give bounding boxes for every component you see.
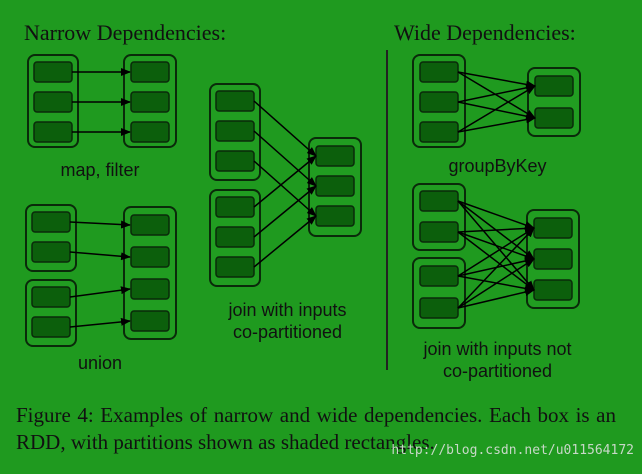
partition bbox=[130, 278, 170, 300]
rdd-map-parent bbox=[27, 54, 79, 148]
partition bbox=[130, 61, 170, 83]
rdd-join-copart-child bbox=[308, 137, 362, 237]
rdd-union-child bbox=[123, 206, 177, 340]
partition bbox=[533, 248, 573, 270]
partition bbox=[215, 90, 255, 112]
join-copart-label: join with inputs co-partitioned bbox=[200, 299, 375, 343]
partition bbox=[315, 175, 355, 197]
partition bbox=[419, 61, 459, 83]
groupbykey-arrows bbox=[457, 71, 536, 133]
join-notcopart-arrows bbox=[457, 200, 535, 309]
partition bbox=[31, 211, 71, 233]
map-arrows bbox=[72, 68, 131, 136]
rdd-join-notcopart-parent-b bbox=[412, 257, 466, 329]
union-arrows bbox=[69, 220, 131, 328]
partition bbox=[419, 221, 459, 243]
join-copart-arrows bbox=[253, 100, 317, 268]
partition bbox=[533, 279, 573, 301]
rdd-join-notcopart-child bbox=[526, 209, 580, 309]
partition bbox=[533, 217, 573, 239]
rdd-groupbykey-child bbox=[527, 67, 581, 137]
partition bbox=[33, 61, 73, 83]
join-notcopart-label-line2: co-partitioned bbox=[442, 361, 553, 381]
partition bbox=[419, 297, 459, 319]
partition bbox=[215, 150, 255, 172]
watermark-text: http://blog.csdn.net/u011564172 bbox=[391, 443, 634, 458]
union-label: union bbox=[77, 353, 123, 373]
partition bbox=[534, 75, 574, 97]
partition bbox=[130, 91, 170, 113]
rdd-union-parent-a bbox=[25, 204, 77, 272]
join-copart-label-line2: co-partitioned bbox=[232, 322, 343, 342]
rdd-join-notcopart-parent-a bbox=[412, 183, 466, 251]
partition bbox=[315, 145, 355, 167]
map-filter-label: map, filter bbox=[60, 160, 140, 180]
partition bbox=[130, 310, 170, 332]
partition bbox=[419, 121, 459, 143]
rdd-map-child bbox=[123, 54, 177, 148]
join-notcopart-label-line1: join with inputs not bbox=[423, 339, 572, 359]
figure-caption: Figure 4: Examples of narrow and wide de… bbox=[16, 403, 616, 454]
rdd-groupbykey-parent bbox=[412, 54, 466, 148]
partition bbox=[130, 121, 170, 143]
groupbykey-label: groupByKey bbox=[448, 156, 547, 176]
partition bbox=[130, 214, 170, 236]
narrow-dependencies-title: Narrow Dependencies: bbox=[24, 20, 227, 45]
rdd-join-copart-parent-b bbox=[209, 189, 261, 287]
partition bbox=[215, 196, 255, 218]
partition bbox=[315, 205, 355, 227]
partition bbox=[534, 107, 574, 129]
partition bbox=[215, 256, 255, 278]
partition bbox=[31, 316, 71, 338]
partition bbox=[33, 121, 73, 143]
wide-dependencies-title: Wide Dependencies: bbox=[394, 20, 576, 45]
join-notcopart-label: join with inputs not co-partitioned bbox=[400, 338, 595, 382]
partition bbox=[130, 246, 170, 268]
rdd-join-copart-parent-a bbox=[209, 83, 261, 181]
join-copart-label-line1: join with inputs bbox=[228, 300, 347, 320]
partition bbox=[31, 286, 71, 308]
partition bbox=[419, 91, 459, 113]
partition bbox=[215, 226, 255, 248]
partition bbox=[419, 190, 459, 212]
partition bbox=[31, 241, 71, 263]
rdd-union-parent-b bbox=[25, 279, 77, 347]
partition bbox=[419, 265, 459, 287]
partition bbox=[33, 91, 73, 113]
partition bbox=[215, 120, 255, 142]
